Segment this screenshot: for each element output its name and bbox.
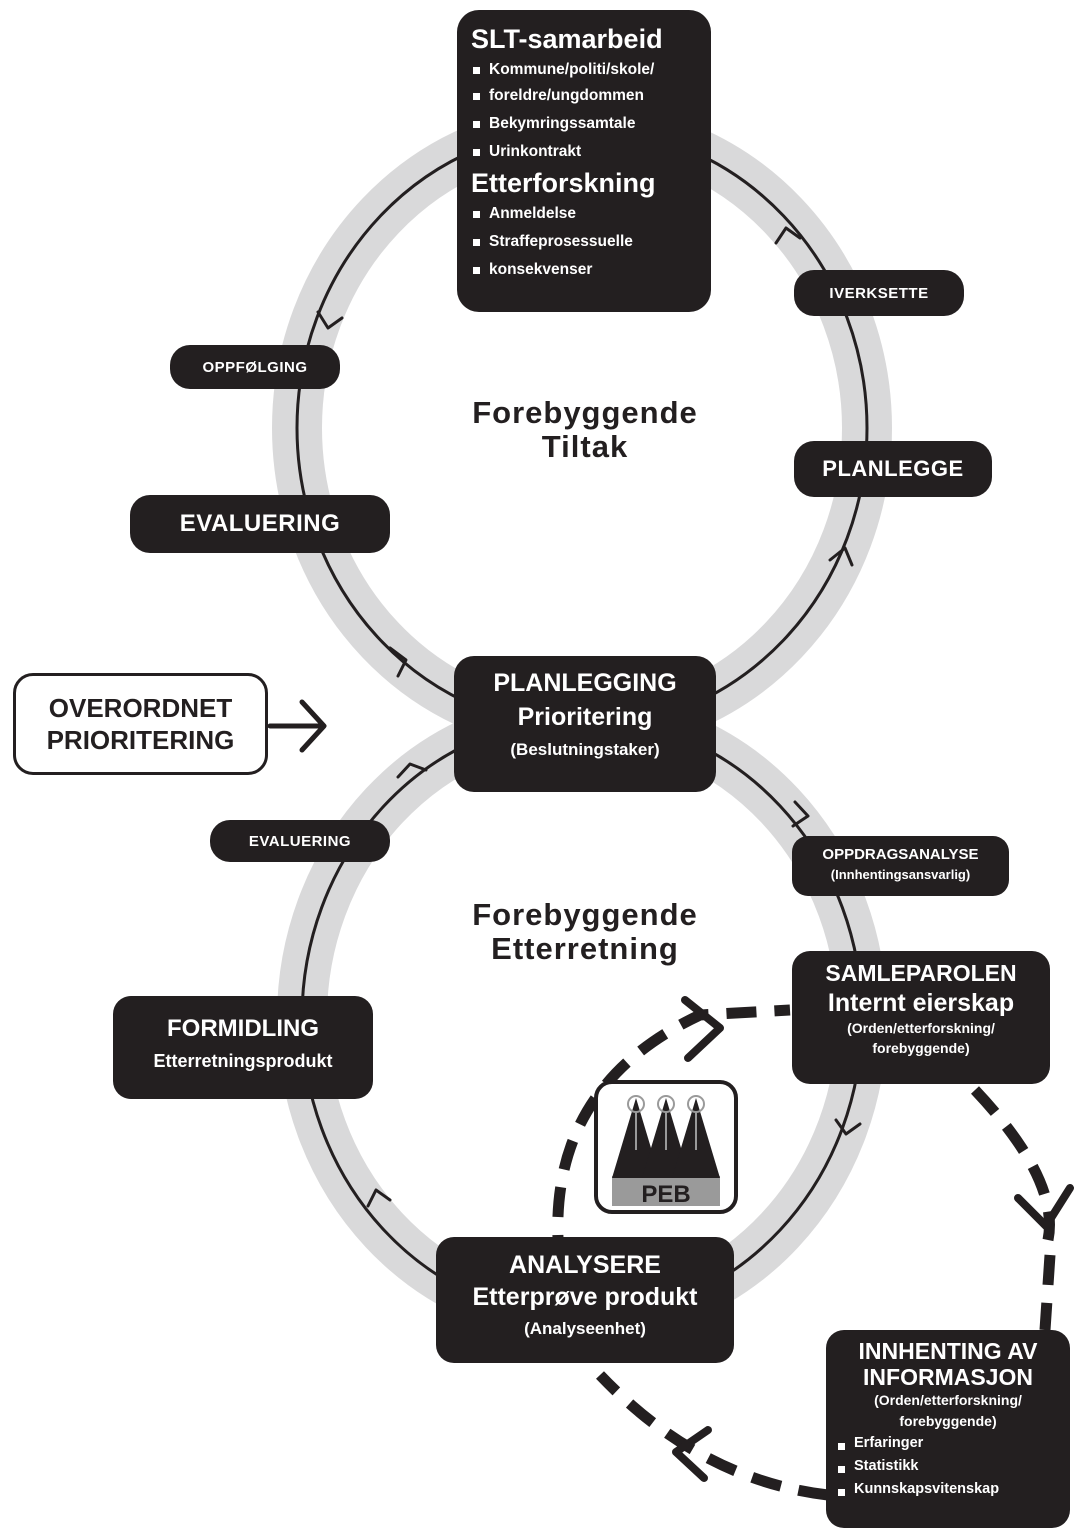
arrow-lower-left-to-center [396,762,428,779]
dash-arrow-right [681,996,724,1062]
formidling-subtitle: Etterretningsprodukt [153,1051,333,1071]
etterforskning-list: Anmeldelse Straffeprosessuelle konsekven… [471,200,697,284]
slt-item: foreldre/ungdommen [471,82,697,110]
planlegging-subtitle: Prioritering [517,703,653,731]
arrow-upper-right-up [774,226,802,245]
lower-loop-label-line1: Forebyggende [472,897,698,932]
innhenting-role2: forebyggende) [899,1413,997,1429]
slt-item: Urinkontrakt [471,138,697,166]
slt-item: Kommune/politi/skole/ [471,56,697,84]
analysere-subtitle: Etterprøve produkt [472,1283,698,1311]
etterforskning-item: Straffeprosessuelle [471,228,697,256]
lower-loop-label-line2: Etterretning [491,931,679,966]
upper-loop-label-line2: Tiltak [541,429,629,464]
samleparolen-role1: (Orden/etterforskning/ [847,1020,995,1036]
arrow-center-to-oppdrag [791,800,810,828]
planlegging-role: (Beslutningstaker) [510,740,660,759]
samleparolen-role2: forebyggende) [872,1040,970,1056]
upper-loop-label: Forebyggende Tiltak [440,396,730,464]
dash-arrow-down [1014,1184,1074,1230]
innhenting-item: Erfaringer [836,1432,1060,1455]
lower-loop-band [277,693,887,1343]
analysere-title: ANALYSERE [509,1251,661,1279]
iverksette-pill: IVERKSETTE [794,270,964,316]
lower-loop-label: Forebyggende Etterretning [440,898,730,966]
samleparolen-subtitle: Internt eierskap [827,989,1015,1017]
dashed-arrowheads [672,996,1074,1482]
overordnet-arrow [267,699,327,753]
innhenting-box: INNHENTING AV INFORMASJON (Orden/etterfo… [826,1330,1070,1528]
dash-arrow-left [672,1426,712,1482]
slt-title: SLT-samarbeid [471,24,663,54]
slt-box: SLT-samarbeid Kommune/politi/skole/ fore… [457,10,711,312]
etterforskning-item: Anmeldelse [471,200,697,228]
arrow-lower-right-down [834,1118,862,1136]
arrow-planlegge-up [828,546,854,567]
arrow-upper-left-to-center [388,646,408,678]
oppdragsanalyse-role: (Innhentingsansvarlig) [830,867,971,882]
oppdragsanalyse-title: OPPDRAGSANALYSE [822,846,979,863]
peb-logo: PEB [594,1080,738,1214]
innhenting-item: Kunnskapsvitenskap [836,1478,1060,1501]
analysere-box: ANALYSERE Etterprøve produkt (Analyseenh… [436,1237,734,1363]
samleparolen-title: SAMLEPAROLEN [825,960,1017,986]
analysere-role: (Analyseenhet) [524,1319,646,1338]
loop-arrowheads [316,226,862,1208]
oppfolging-pill: OPPFØLGING [170,345,340,389]
evaluering-bottom-pill: EVALUERING [210,820,390,862]
innhenting-item: Statistikk [836,1455,1060,1478]
innhenting-role1: (Orden/etterforskning/ [874,1392,1022,1408]
formidling-box: FORMIDLING Etterretningsprodukt [113,996,373,1099]
innhenting-list: Erfaringer Statistikk Kunnskapsvitenskap [836,1432,1060,1501]
oppdragsanalyse-box: OPPDRAGSANALYSE (Innhentingsansvarlig) [792,836,1009,896]
formidling-title: FORMIDLING [167,1015,319,1042]
overordnet-box: OVERORDNET PRIORITERING [13,673,268,775]
peb-logo-text: PEB [641,1181,690,1208]
upper-loop-label-line1: Forebyggende [472,395,698,430]
arrow-lower-left-up [366,1188,392,1208]
etterforskning-item: konsekvenser [471,256,697,284]
etterforskning-title: Etterforskning [471,168,656,198]
evaluering-top-pill: EVALUERING [130,495,390,553]
planlegging-title: PLANLEGGING [493,669,677,697]
slt-item: Bekymringssamtale [471,110,697,138]
innhenting-title1: INNHENTING AV [858,1338,1038,1364]
arrow-upper-left-down [316,310,344,330]
overordnet-line1: OVERORDNET [48,693,233,723]
samleparolen-box: SAMLEPAROLEN Internt eierskap (Orden/ett… [792,951,1050,1084]
slt-list: Kommune/politi/skole/ foreldre/ungdommen… [471,56,697,166]
overordnet-line2: PRIORITERING [46,725,235,755]
planlegging-box: PLANLEGGING Prioritering (Beslutningstak… [454,656,716,792]
planlegge-pill: PLANLEGGE [794,441,992,497]
innhenting-title2: INFORMASJON [863,1364,1033,1390]
